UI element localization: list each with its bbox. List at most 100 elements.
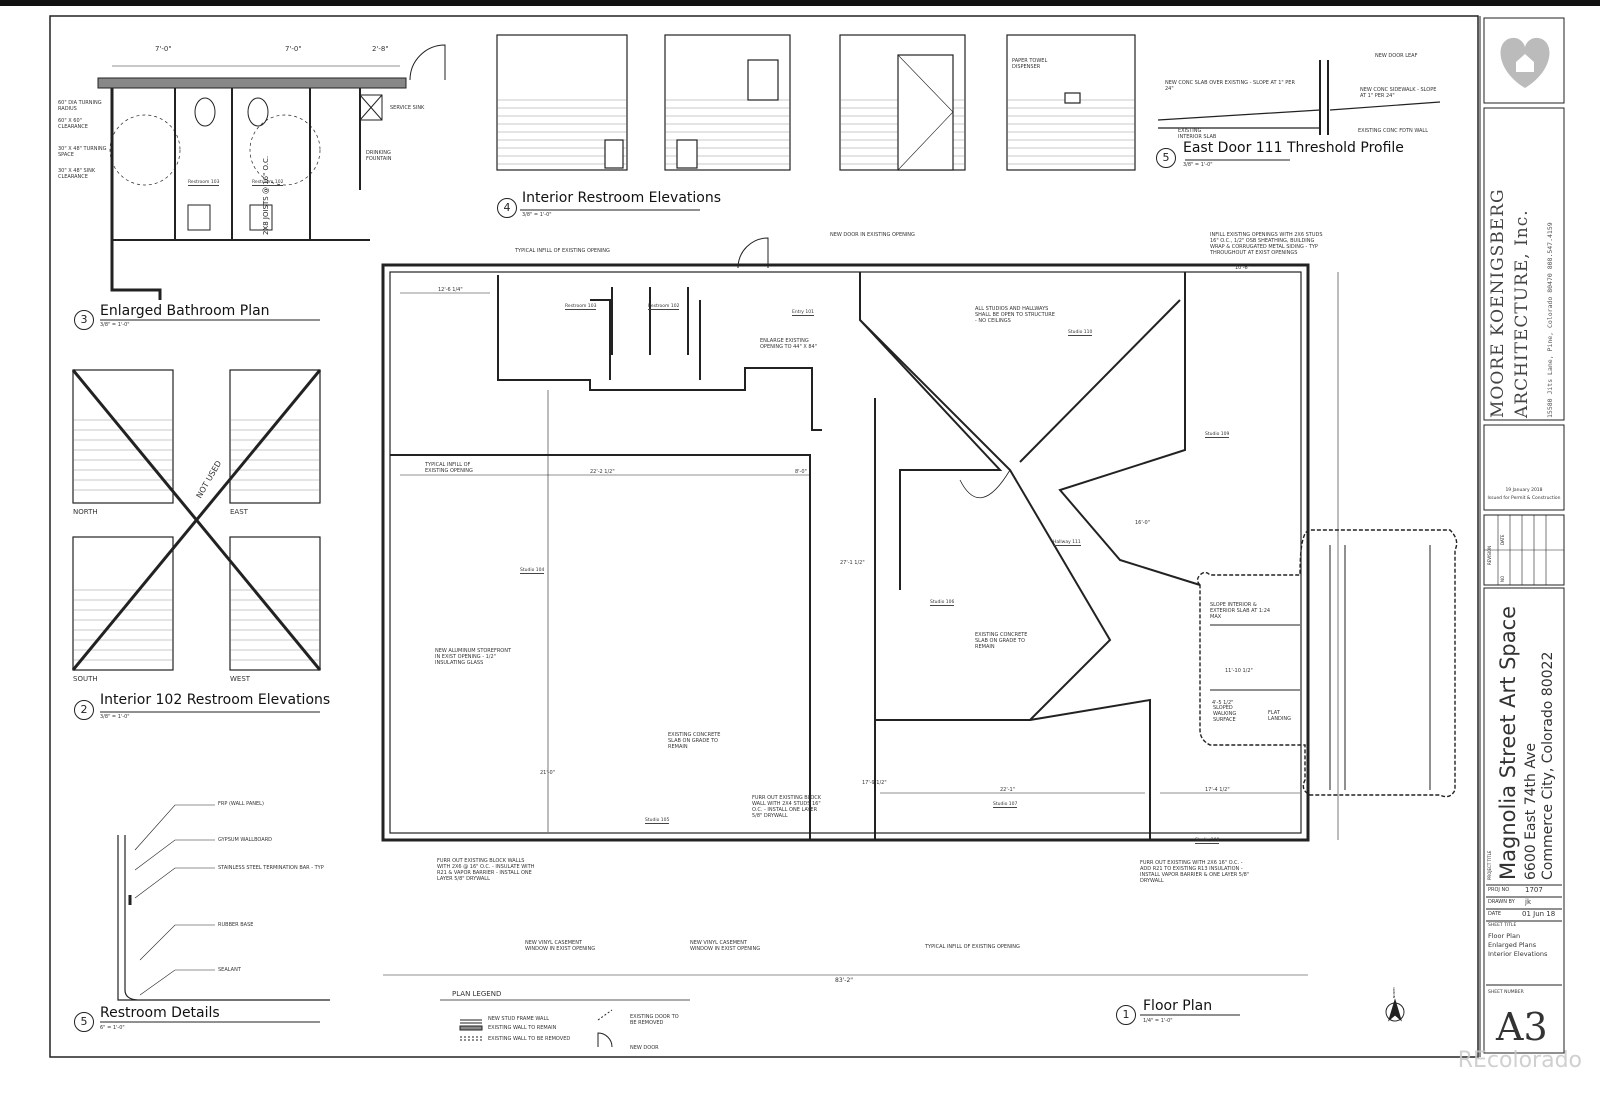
note: ALL STUDIOS AND HALLWAYS SHALL BE OPEN T… (975, 306, 1055, 324)
detail-number-badge: 2 (74, 700, 94, 720)
project-name: Magnolia Street Art Space (1496, 605, 1520, 880)
threshold-title: East Door 111 Threshold Profile (1183, 140, 1404, 156)
note: EXISTING INTERIOR SLAB (1178, 128, 1217, 140)
firm-box (1483, 107, 1565, 421)
note: NEW ALUMINUM STOREFRONT IN EXIST OPENING… (435, 648, 512, 666)
note: FLAT LANDING (1268, 710, 1292, 722)
room-label: Studio 107 (993, 802, 1018, 808)
detail-number-badge: 3 (74, 310, 94, 330)
revision-label: REVISION (1487, 545, 1492, 565)
project-title-label: PROJECT TITLE (1487, 850, 1492, 880)
note: EXISTING CONCRETE SLAB ON GRADE TO REMAI… (975, 632, 1028, 650)
project-address-2: Commerce City, Colorado 80022 (1540, 651, 1556, 880)
note: TYPICAL INFILL OF EXISTING OPENING (425, 462, 473, 474)
date-label: DATE (1488, 911, 1502, 917)
room-label: Studio 105 (645, 818, 670, 824)
elevation-label-west: WEST (230, 675, 251, 683)
dimension: 17'-9 1/2" (862, 780, 887, 786)
issue-box (1483, 424, 1565, 511)
dimension: 22'-1" (1000, 787, 1016, 793)
legend-title: PLAN LEGEND (452, 990, 502, 998)
sheet-title-label: SHEET TITLE (1488, 923, 1517, 928)
note: NEW VINYL CASEMENT WINDOW IN EXIST OPENI… (690, 940, 761, 952)
note: FURR OUT EXISTING WITH 2X6 16" O.C. - AD… (1140, 860, 1250, 884)
elevation-label-east: EAST (230, 508, 248, 516)
dimension: 7'-0" (155, 45, 172, 53)
restroom-elevations-drawing (496, 34, 1136, 171)
note: RUBBER BASE (218, 922, 254, 928)
threshold-drawing (1157, 60, 1441, 135)
proj-no: 1707 (1525, 886, 1543, 894)
dimension: 22'-2 1/2" (590, 469, 615, 475)
plan-legend-drawing (440, 999, 690, 1048)
note: 2X8 JOISTS @ 16" O.C. (262, 155, 270, 235)
north-label: NORTH (1392, 987, 1396, 998)
int102-title: Interior 102 Restroom Elevations (100, 692, 331, 708)
sheet-number: A3 (1496, 1005, 1548, 1049)
drawn-by: jk (1525, 898, 1531, 906)
bathroom-plan-title: Enlarged Bathroom Plan (100, 303, 270, 319)
detail-number-badge: 5 (1156, 148, 1176, 168)
firm-name-line1: MOORE KOENIGSBERG (1488, 188, 1508, 418)
revision-no-label: NO (1500, 575, 1505, 582)
revision-date-label: DATE (1500, 534, 1505, 545)
sheet-number-label: SHEET NUMBER (1488, 990, 1524, 995)
floor-plan-title: Floor Plan (1143, 998, 1213, 1014)
note: ENLARGE EXISTING OPENING TO 44" X 84" (760, 338, 818, 350)
dimension: 17'-4 1/2" (1205, 787, 1230, 793)
note: NEW DOOR IN EXISTING OPENING (830, 232, 915, 238)
note: TYPICAL INFILL OF EXISTING OPENING (925, 944, 1020, 950)
room-label: Studio 108 (1195, 838, 1220, 844)
note: NEW DOOR LEAF (1375, 53, 1418, 59)
dimension: 21'-0" (540, 770, 556, 776)
int102-scale: 3/8" = 1'-0" (100, 714, 130, 720)
project-box (1483, 587, 1565, 1054)
detail-number-badge: 1 (1116, 1005, 1136, 1025)
dimension: 7'-0" (285, 45, 302, 53)
dimension: 12'-6 1/4" (438, 287, 463, 293)
bathroom-plan-scale: 3/8" = 1'-0" (100, 322, 130, 328)
issue-description: Issued for Permit & Construction (1487, 496, 1561, 501)
details-scale: 6" = 1'-0" (100, 1025, 125, 1031)
top-border (0, 0, 1600, 6)
room-label: Hallway 111 (1053, 540, 1081, 546)
note: GYPSUM WALLBOARD (218, 837, 273, 843)
threshold-scale: 3/8" = 1'-0" (1183, 162, 1213, 168)
note: FRP (WALL PANEL) (218, 801, 264, 807)
note: SEALANT (218, 967, 241, 973)
room-label: Restroom 102 (252, 180, 284, 186)
proj-no-label: PROJ NO (1488, 887, 1510, 893)
overall-dimension: 83'-2" (835, 977, 854, 984)
details-title: Restroom Details (100, 1005, 220, 1021)
note: NEW CONC SLAB OVER EXISTING - SLOPE AT 1… (1165, 80, 1295, 92)
note: EXISTING CONCRETE SLAB ON GRADE TO REMAI… (668, 732, 721, 750)
floor-plan-scale: 1/4" = 1'-0" (1143, 1018, 1173, 1024)
dimension: 10'-6" (1235, 265, 1251, 271)
int102-elevations-drawing (71, 369, 322, 671)
room-label: Entry 101 (792, 310, 814, 316)
elevation-label-south: SOUTH (73, 675, 98, 683)
legend-item: NEW STUD FRAME WALL (488, 1016, 550, 1022)
dimension: 4'-5 1/2" (1212, 700, 1234, 706)
room-label: Studio 104 (520, 568, 545, 574)
note: STAINLESS STEEL TERMINATION BAR - TYP (218, 865, 324, 871)
note: EXISTING CONC FDTN WALL (1358, 128, 1428, 134)
project-address-1: 6600 East 74th Ave (1523, 742, 1539, 880)
room-label: Studio 106 (930, 600, 955, 606)
note: NEW VINYL CASEMENT WINDOW IN EXIST OPENI… (525, 940, 596, 952)
restroom-elevations-scale: 3/8" = 1'-0" (522, 212, 552, 218)
note: SLOPED WALKING SURFACE (1213, 705, 1237, 723)
note: NEW CONC SIDEWALK - SLOPE AT 1" PER 24" (1360, 87, 1437, 99)
dimension: 16'-0" (1135, 520, 1151, 526)
legend-item: EXISTING WALL TO BE REMOVED (488, 1036, 571, 1042)
room-label: Restroom 102 (648, 304, 680, 310)
sheet-title-line: Enlarged Plans (1488, 941, 1537, 949)
note: TYPICAL INFILL OF EXISTING OPENING (515, 248, 610, 254)
sheet-title-line: Interior Elevations (1488, 950, 1548, 958)
sheet-title-line: Floor Plan (1488, 932, 1521, 940)
note: 60" X 60" CLEARANCE (58, 118, 88, 130)
note: INFILL EXISTING OPENINGS WITH 2X6 STUDS … (1210, 232, 1323, 256)
note: FURR OUT EXISTING BLOCK WALL WITH 2X4 ST… (752, 795, 822, 819)
note: SLOPE INTERIOR & EXTERIOR SLAB AT 1:24 M… (1210, 602, 1271, 620)
